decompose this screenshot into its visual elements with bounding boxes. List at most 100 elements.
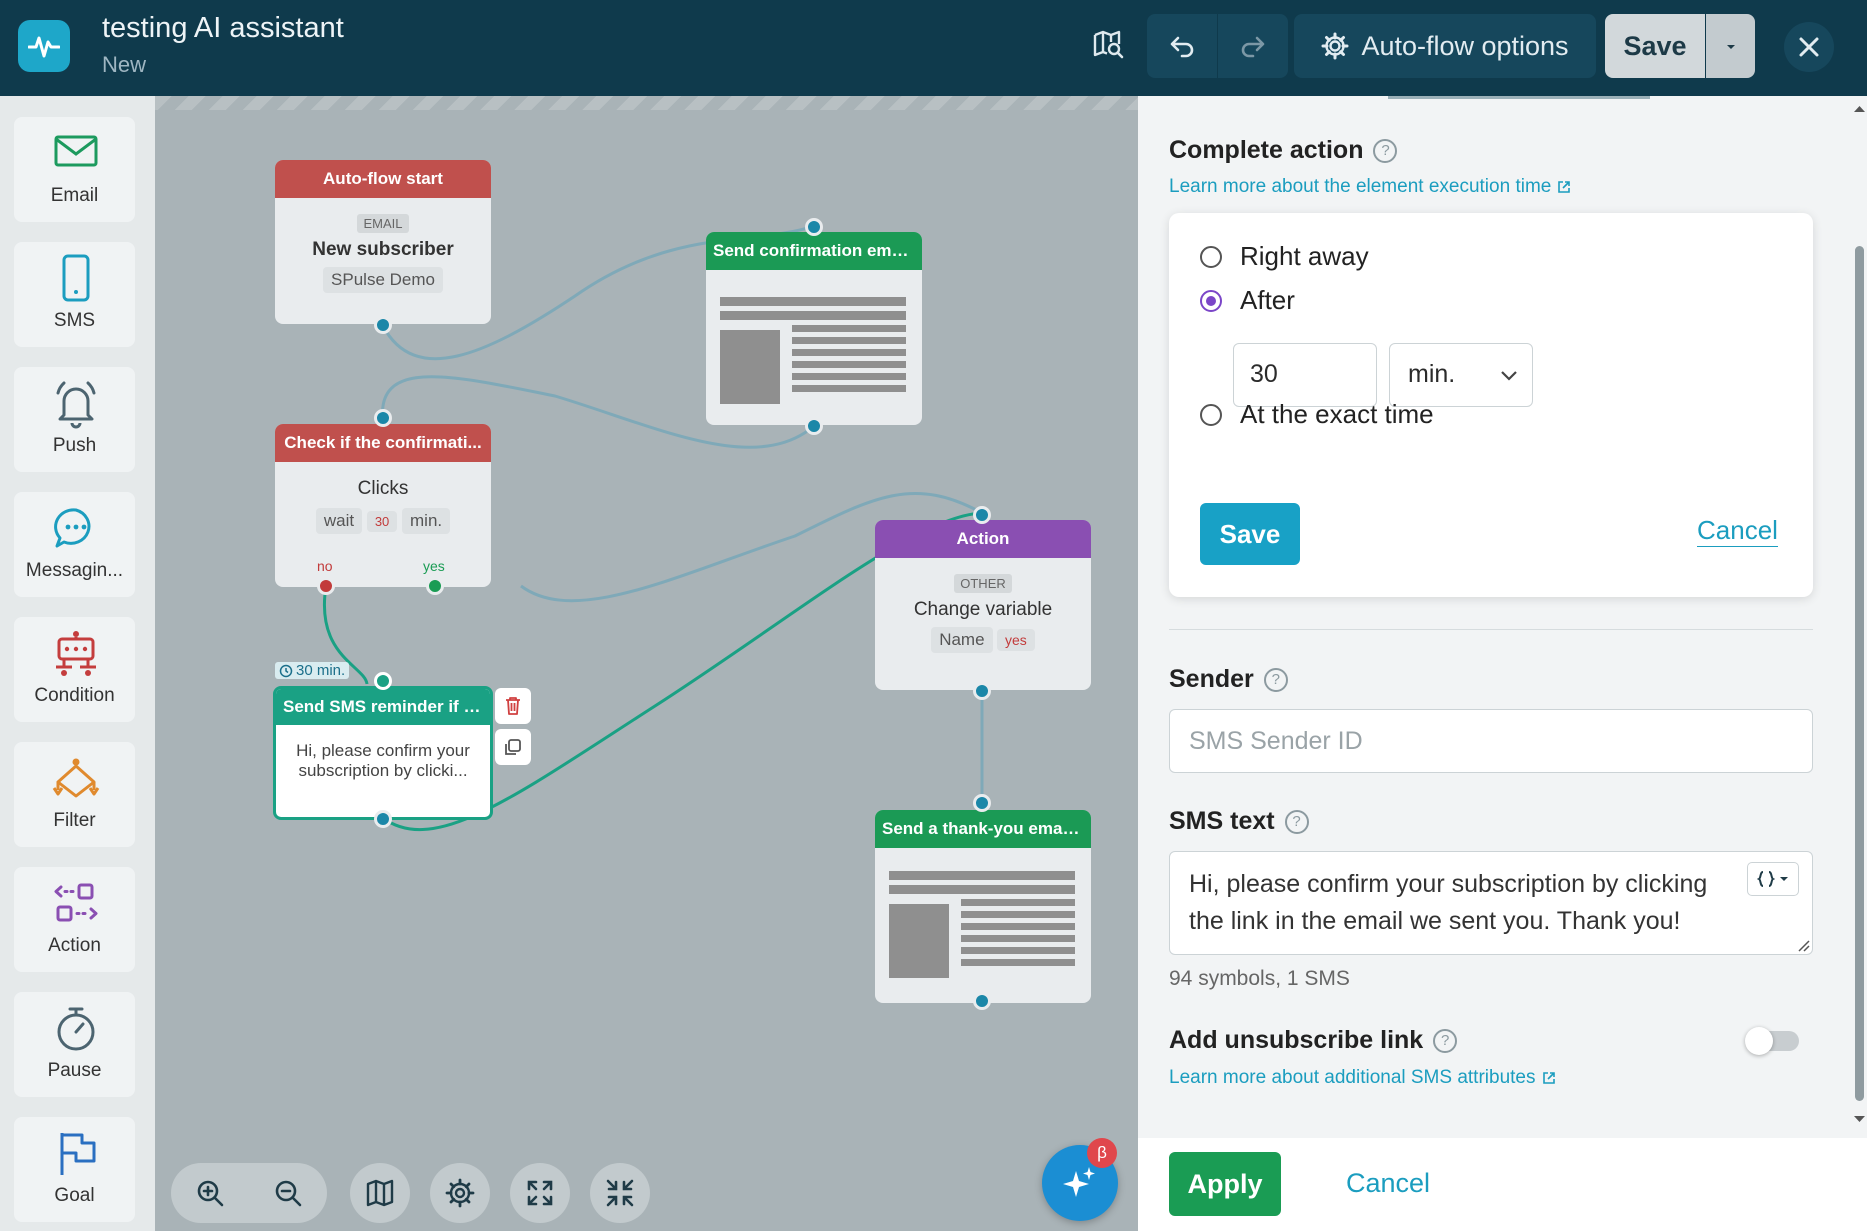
- help-icon[interactable]: ?: [1373, 138, 1398, 163]
- scroll-up-icon[interactable]: [1853, 104, 1866, 114]
- sms-preview-text: Hi, please confirm your subscription by …: [296, 741, 470, 780]
- expand-icon: [527, 1180, 553, 1206]
- tool-goal[interactable]: Goal: [14, 1117, 135, 1222]
- external-link-icon: [1542, 1072, 1555, 1084]
- output-port[interactable]: [973, 682, 991, 700]
- radio-button[interactable]: [1200, 245, 1222, 268]
- node-autoflow-start[interactable]: Auto-flow start EMAIL New subscriber SPu…: [275, 160, 491, 324]
- canvas-settings-button[interactable]: [430, 1163, 490, 1223]
- flow-title[interactable]: testing AI assistant: [102, 12, 344, 44]
- tool-pause[interactable]: Pause: [14, 992, 135, 1097]
- app-logo-icon[interactable]: [18, 20, 70, 72]
- radio-button-selected[interactable]: [1200, 289, 1222, 312]
- radio-label: After: [1240, 285, 1295, 315]
- map-search-icon[interactable]: [1092, 28, 1124, 65]
- clock-icon: [279, 664, 293, 677]
- output-port[interactable]: [374, 316, 392, 334]
- delay-value-input[interactable]: 30: [1233, 343, 1377, 407]
- input-port[interactable]: [973, 794, 991, 812]
- panel-footer: Apply Cancel: [1138, 1138, 1867, 1231]
- beta-badge: β: [1087, 1138, 1117, 1168]
- flow-canvas[interactable]: Auto-flow start EMAIL New subscriber SPu…: [155, 96, 1138, 1231]
- output-port[interactable]: [805, 417, 823, 435]
- node-send-confirmation-email[interactable]: Send confirmation emai...: [706, 232, 922, 425]
- sms-text-value: Hi, please confirm your subscription by …: [1189, 870, 1708, 935]
- node-action-change-variable[interactable]: Action OTHER Change variable Name yes: [875, 520, 1091, 690]
- delete-node-button[interactable]: [495, 688, 531, 724]
- tool-messaging[interactable]: Messagin...: [14, 492, 135, 597]
- node-check-confirmation[interactable]: Check if the confirmati... Clicks wait 3…: [275, 424, 491, 587]
- wait-value: 30: [366, 511, 398, 532]
- sms-text-textarea[interactable]: Hi, please confirm your subscription by …: [1169, 851, 1813, 955]
- apply-button[interactable]: Apply: [1169, 1152, 1281, 1216]
- help-icon[interactable]: ?: [1263, 667, 1288, 692]
- input-port[interactable]: [805, 218, 823, 236]
- help-icon[interactable]: ?: [1433, 1028, 1458, 1053]
- zoom-in-icon[interactable]: [195, 1178, 225, 1208]
- tool-condition[interactable]: Condition: [14, 617, 135, 722]
- output-port-yes[interactable]: [426, 577, 444, 595]
- collapse-button[interactable]: [590, 1163, 650, 1223]
- duplicate-node-button[interactable]: [495, 729, 531, 765]
- tool-label: Condition: [34, 685, 115, 706]
- tool-sms[interactable]: SMS: [14, 242, 135, 347]
- radio-after[interactable]: After: [1200, 285, 1295, 316]
- execution-time-link[interactable]: Learn more about the element execution t…: [1169, 176, 1571, 198]
- complete-action-cancel-link[interactable]: Cancel: [1697, 515, 1778, 547]
- radio-exact-time[interactable]: At the exact time: [1200, 399, 1434, 430]
- panel-scrollbar[interactable]: [1852, 96, 1867, 1138]
- expand-button[interactable]: [510, 1163, 570, 1223]
- output-port[interactable]: [374, 810, 392, 828]
- tool-filter[interactable]: Filter: [14, 742, 135, 847]
- radio-button[interactable]: [1200, 403, 1222, 426]
- input-port[interactable]: [374, 672, 392, 690]
- close-button[interactable]: [1784, 22, 1834, 72]
- link-text: Learn more about additional SMS attribut…: [1169, 1067, 1536, 1088]
- node-title: Change variable: [913, 599, 1053, 620]
- output-port-no[interactable]: [317, 577, 335, 595]
- save-button[interactable]: Save: [1605, 14, 1705, 78]
- radio-right-away[interactable]: Right away: [1200, 241, 1369, 272]
- sender-heading: Sender ?: [1169, 665, 1288, 694]
- output-port[interactable]: [973, 992, 991, 1010]
- undo-button[interactable]: [1147, 14, 1217, 78]
- minimap-button[interactable]: [350, 1163, 410, 1223]
- scroll-down-icon[interactable]: [1853, 1114, 1866, 1124]
- section-title: Add unsubscribe link: [1169, 1026, 1424, 1054]
- tool-action[interactable]: Action: [14, 867, 135, 972]
- scrollbar-thumb[interactable]: [1855, 246, 1864, 1101]
- trash-icon: [506, 697, 520, 715]
- node-send-sms-reminder[interactable]: Send SMS reminder if n... Hi, please con…: [273, 686, 493, 820]
- unsubscribe-toggle[interactable]: [1745, 1027, 1799, 1055]
- redo-button[interactable]: [1218, 14, 1288, 78]
- sms-attributes-link[interactable]: Learn more about additional SMS attribut…: [1169, 1067, 1556, 1089]
- wait-label: wait: [315, 508, 363, 534]
- help-icon[interactable]: ?: [1284, 809, 1309, 834]
- tool-push[interactable]: Push: [14, 367, 135, 472]
- delay-unit-select[interactable]: min.: [1389, 343, 1533, 407]
- branch-yes-label: yes: [423, 558, 445, 574]
- save-dropdown-button[interactable]: [1706, 14, 1755, 78]
- node-send-thank-you-email[interactable]: Send a thank-you email...: [875, 810, 1091, 1003]
- resize-handle-icon[interactable]: [1797, 939, 1811, 953]
- node-chip: SPulse Demo: [323, 267, 443, 293]
- unsubscribe-heading: Add unsubscribe link ?: [1169, 1026, 1458, 1055]
- input-port[interactable]: [973, 506, 991, 524]
- chat-icon: [54, 508, 91, 548]
- email-preview-thumbnail: [720, 292, 906, 409]
- selected-unit: min.: [1408, 360, 1456, 388]
- node-tag: EMAIL: [357, 214, 409, 233]
- insert-variable-button[interactable]: [1747, 862, 1799, 896]
- caret-down-icon: [1780, 877, 1788, 881]
- email-preview-thumbnail: [889, 866, 1075, 983]
- flow-status: New: [102, 52, 147, 77]
- tool-email[interactable]: Email: [14, 117, 135, 222]
- complete-action-save-button[interactable]: Save: [1200, 503, 1300, 565]
- zoom-out-icon[interactable]: [273, 1178, 303, 1208]
- cancel-button[interactable]: Cancel: [1346, 1168, 1431, 1198]
- input-port[interactable]: [374, 409, 392, 427]
- autoflow-options-button[interactable]: Auto-flow options: [1294, 14, 1596, 78]
- sender-id-input[interactable]: SMS Sender ID: [1169, 709, 1813, 773]
- caret-down-icon: [1726, 45, 1735, 49]
- element-toolbox: Email SMS Push Messagin... Condition Fil…: [0, 96, 155, 1231]
